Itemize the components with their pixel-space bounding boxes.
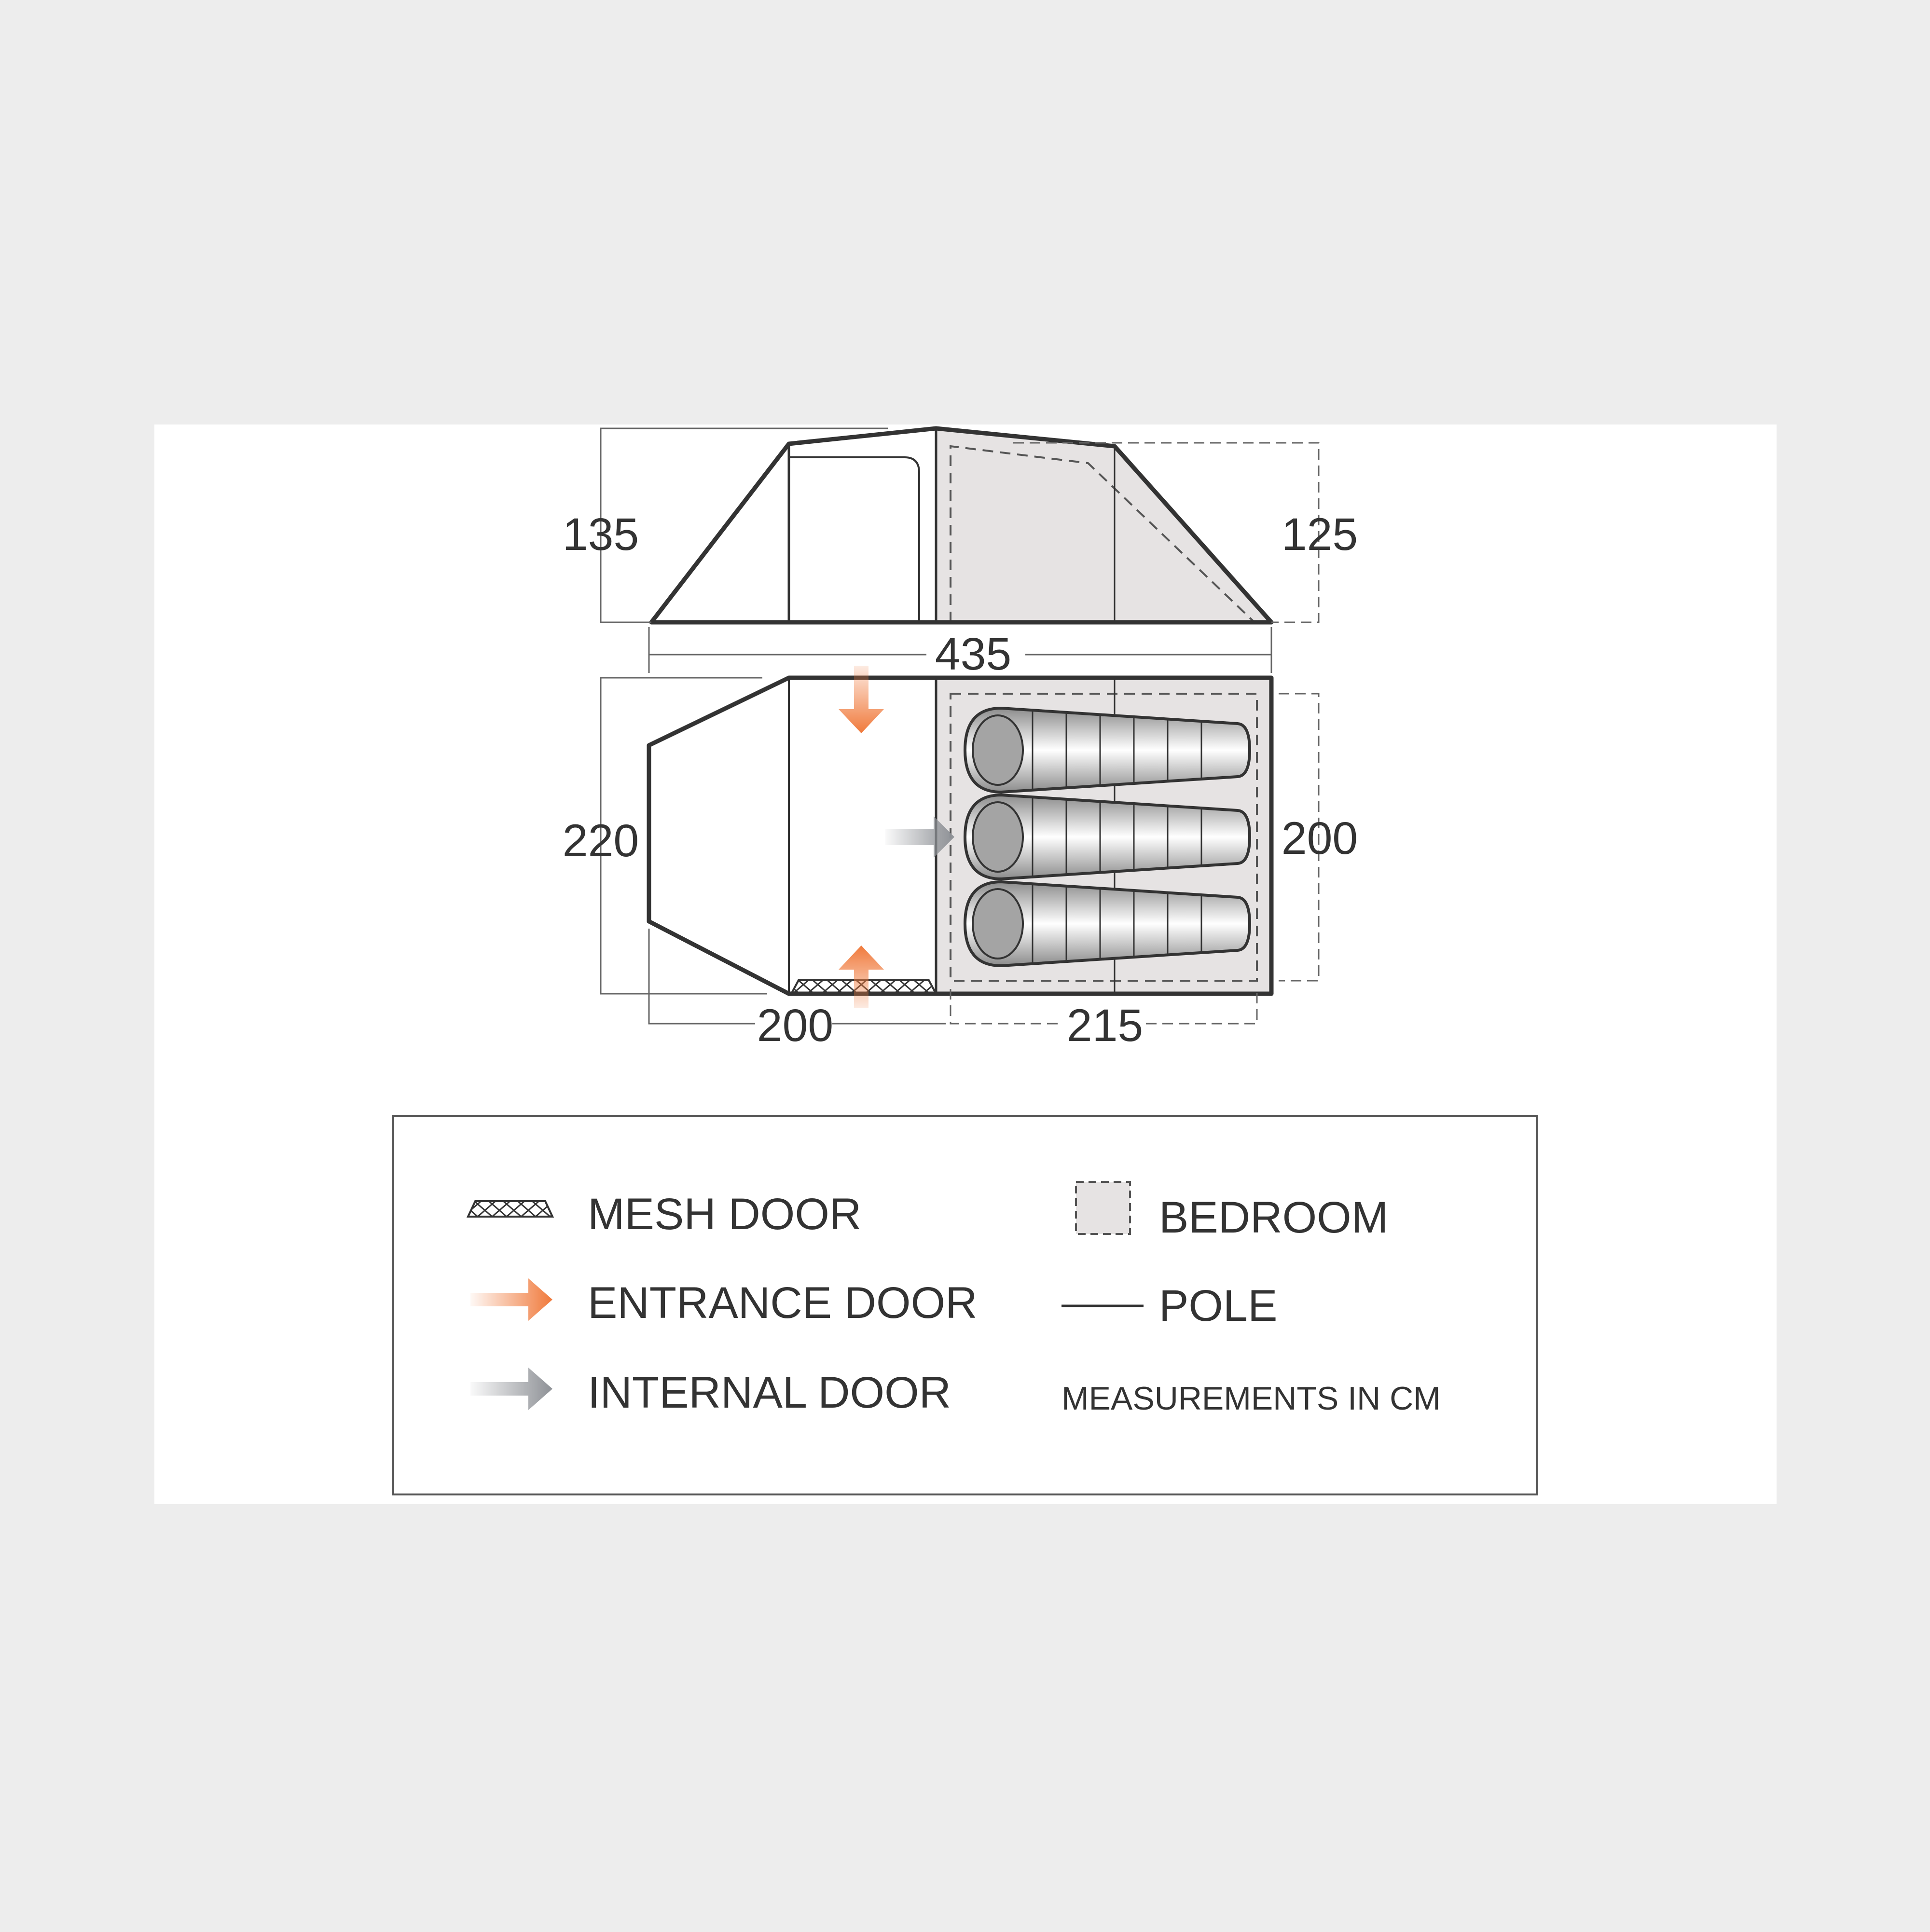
measurements-note: MEASUREMENTS IN CM [1062, 1380, 1441, 1417]
legend: MESH DOOR ENTRANCE DOOR INTERNAL DOOR BE… [392, 1115, 1538, 1495]
internal-arrow [885, 816, 954, 858]
dim-height-left: 135 [563, 509, 639, 560]
legend-internal-door-label: INTERNAL DOOR [588, 1368, 951, 1417]
dim-bedroom-length: 215 [1067, 1000, 1144, 1051]
elevation-bedroom-fill [936, 428, 1271, 622]
legend-box [392, 1115, 1538, 1495]
elevation-outline [649, 426, 1274, 625]
sleeping-bags [963, 706, 1252, 968]
entrance-arrow-bottom [839, 945, 884, 1008]
dim-total-length: 435 [935, 629, 1012, 680]
floor-plan: 220 200 200 215 [563, 666, 1358, 1051]
mesh-door-icon [466, 1200, 554, 1218]
entrance-arrow-icon [470, 1278, 552, 1321]
bedroom-icon [1075, 1181, 1131, 1235]
sleeping-bag [963, 706, 1252, 794]
legend-entrance-door-label: ENTRANCE DOOR [588, 1278, 978, 1328]
sleeping-bag [963, 793, 1252, 881]
dim-bedroom-width: 200 [1282, 813, 1358, 864]
internal-arrow-icon [470, 1368, 552, 1410]
legend-pole-label: POLE [1159, 1281, 1277, 1330]
dim-height-right: 125 [1282, 509, 1358, 560]
elevation-bedroom-dashed [950, 445, 1255, 623]
sleeping-bag [963, 880, 1252, 968]
dim-porch-length: 200 [757, 1000, 834, 1051]
elevation-door-frame [789, 456, 920, 622]
dim-plan-width: 220 [563, 815, 639, 866]
side-elevation: 135 125 435 [563, 426, 1358, 680]
legend-bedroom-label: BEDROOM [1159, 1193, 1388, 1242]
legend-mesh-door-label: MESH DOOR [588, 1190, 861, 1239]
entrance-arrow-top [839, 666, 884, 733]
